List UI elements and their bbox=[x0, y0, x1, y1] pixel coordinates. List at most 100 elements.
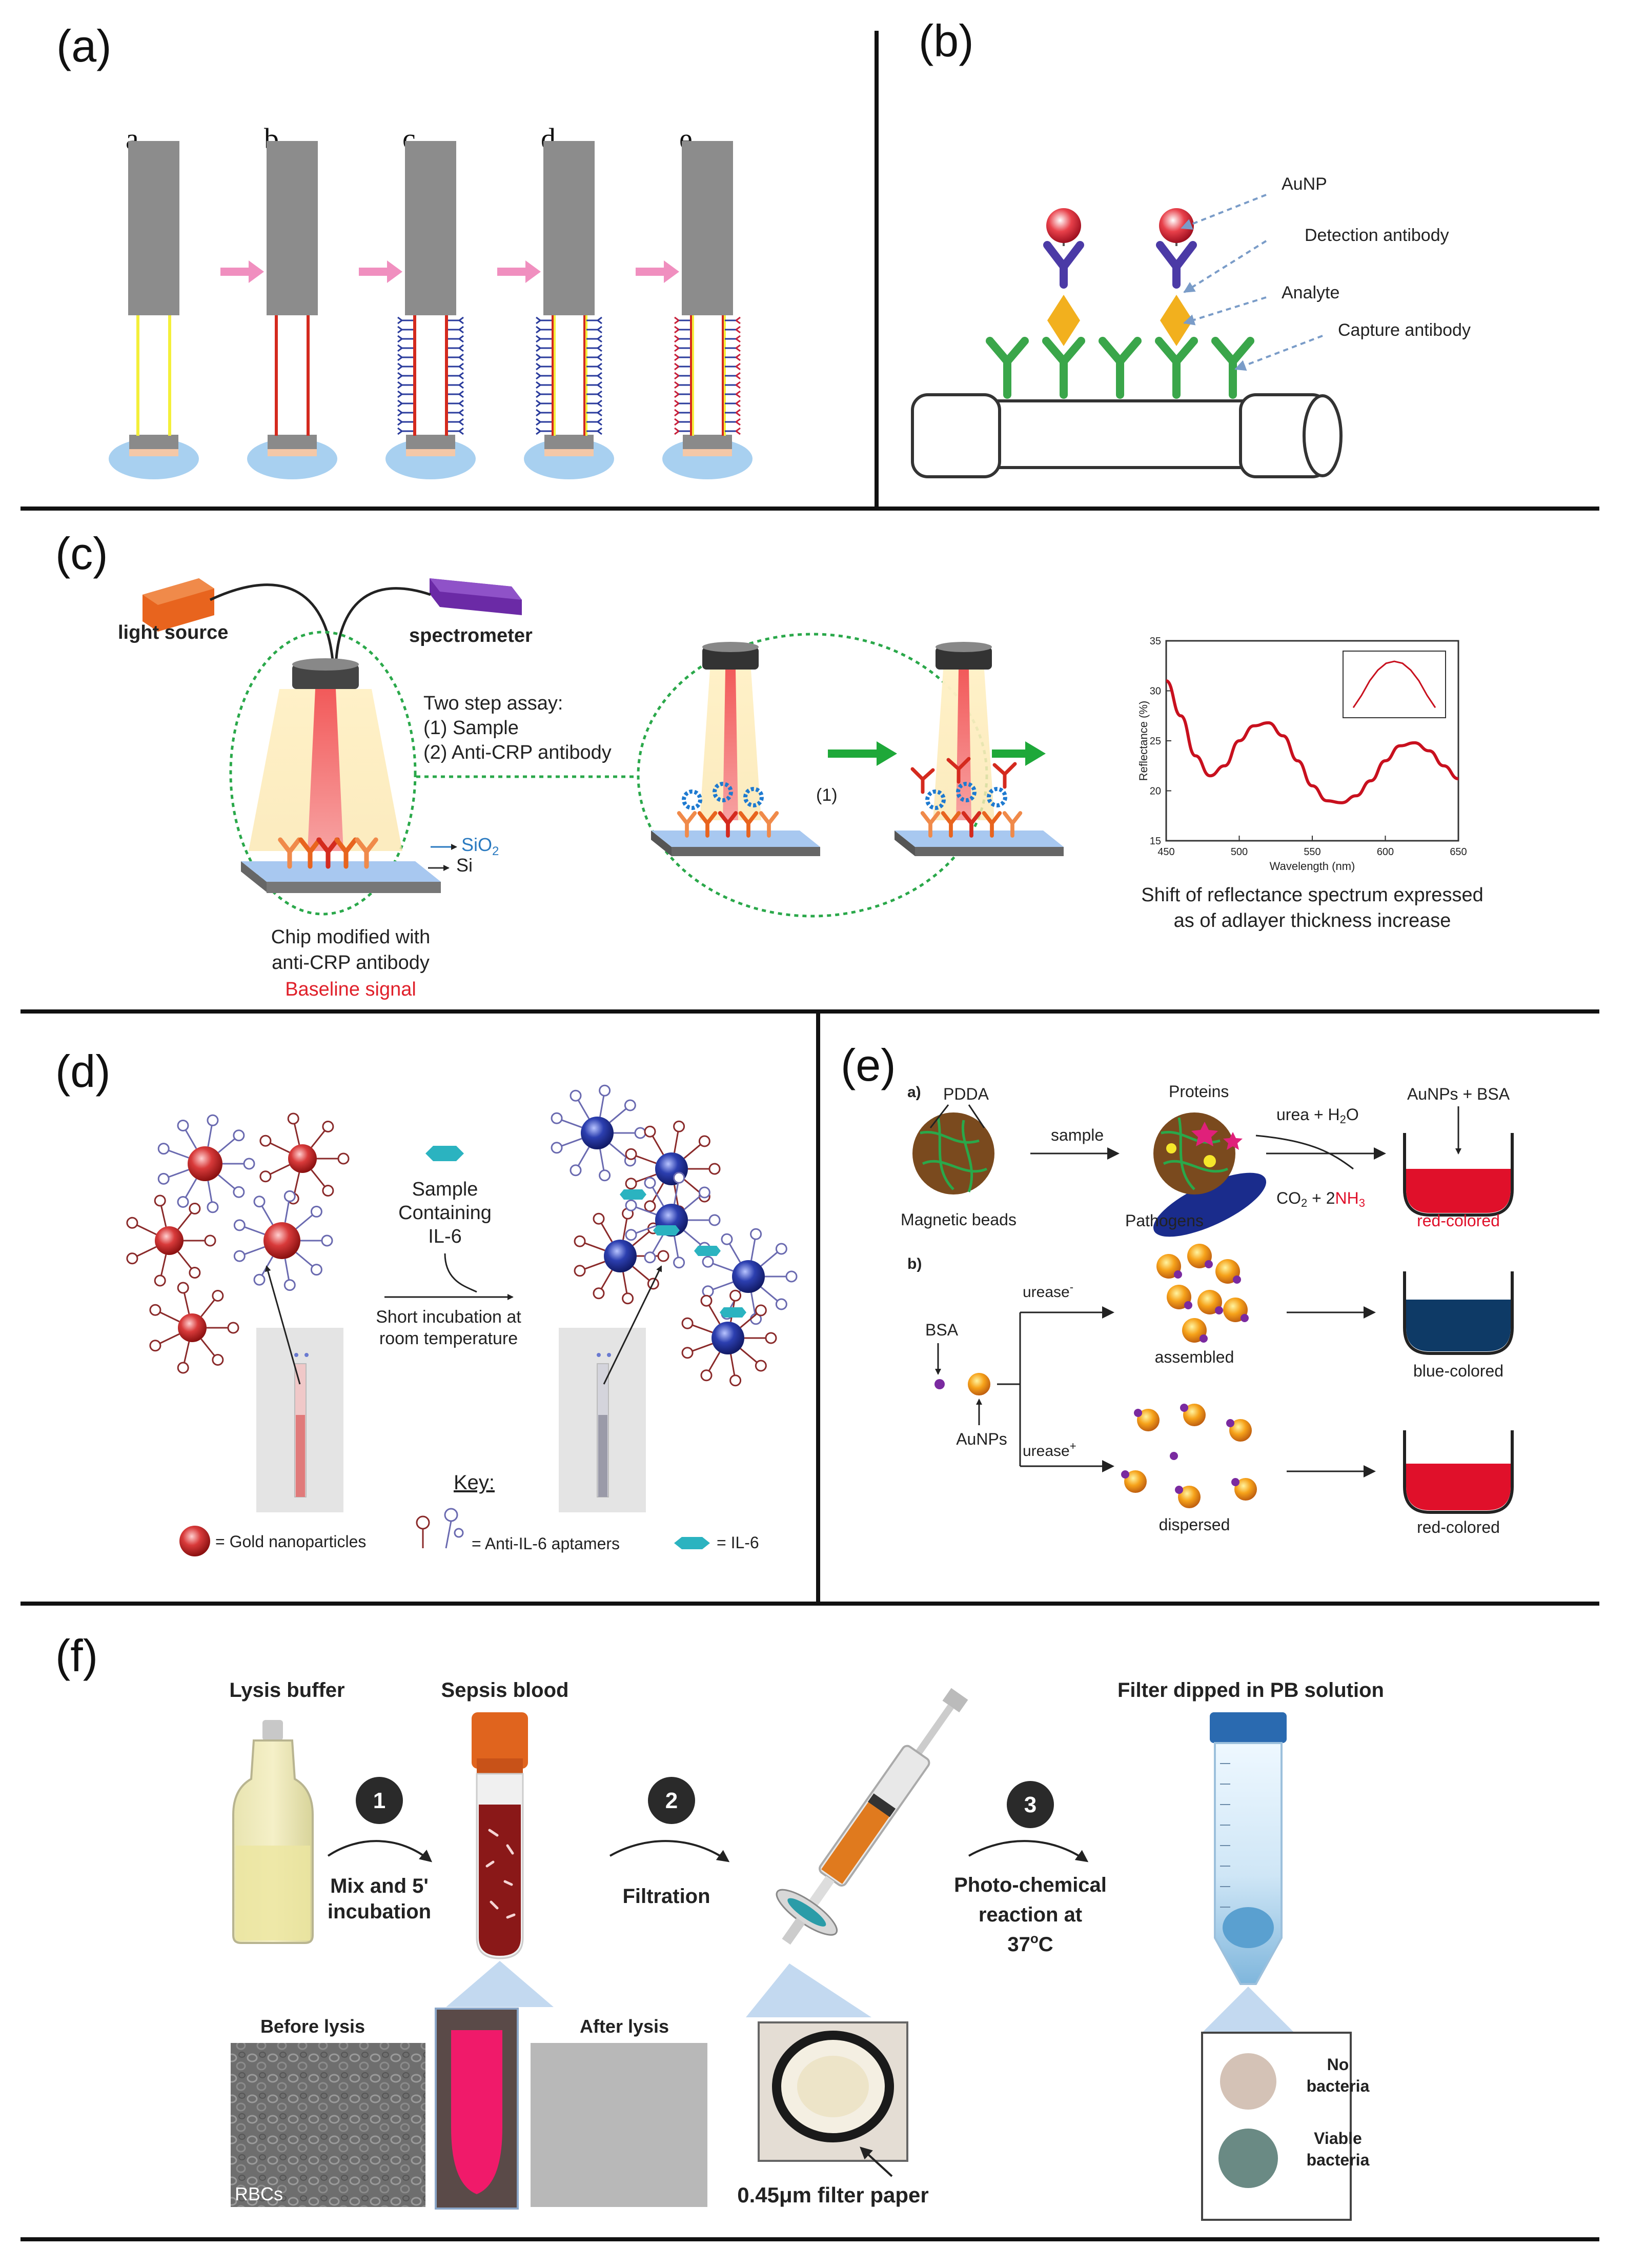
aunps-label: AuNPs bbox=[956, 1430, 1007, 1448]
aptamer-strand bbox=[692, 1343, 713, 1352]
chip-line-2: anti-CRP antibody bbox=[272, 952, 430, 974]
linker-fork bbox=[536, 418, 541, 426]
probe-step-a: a bbox=[109, 122, 264, 479]
aunp-dispersed bbox=[1124, 1470, 1147, 1493]
chip-antibodies bbox=[278, 837, 378, 869]
si-label: Si bbox=[456, 855, 473, 876]
bsa-bound bbox=[1215, 1306, 1223, 1314]
aptamer-loop bbox=[321, 1234, 333, 1247]
linker-fork bbox=[397, 326, 402, 334]
linker-fork bbox=[397, 399, 402, 408]
sample-label: sample bbox=[1051, 1126, 1104, 1144]
step-marker: (1) bbox=[816, 785, 838, 805]
aptamer-strand bbox=[674, 1182, 679, 1204]
no-bacteria-line-1: No bbox=[1327, 2055, 1349, 2074]
capture-antibody bbox=[1042, 337, 1085, 399]
aptamer-loop bbox=[233, 1250, 246, 1262]
aptamer-loop bbox=[551, 1112, 563, 1124]
aptamer-loop bbox=[708, 1214, 721, 1226]
aptamer-loop bbox=[204, 1234, 216, 1247]
linker-fork bbox=[536, 381, 541, 389]
aptamer-strand bbox=[652, 1136, 664, 1156]
aptamer-strand bbox=[136, 1224, 157, 1236]
nanoparticle-core bbox=[188, 1146, 222, 1181]
panel-a-label: (a) bbox=[56, 21, 112, 71]
aptamer-strand bbox=[609, 1108, 627, 1123]
assay-step-2: (2) Anti-CRP antibody bbox=[423, 742, 612, 763]
linker-fork bbox=[536, 326, 541, 334]
mix-line-1: Mix and 5' bbox=[330, 1875, 429, 1897]
cuvette-photo-after bbox=[559, 1328, 646, 1512]
panel-d-label: (d) bbox=[55, 1046, 111, 1097]
callout-detection-antibody: Detection antibody bbox=[1305, 226, 1449, 245]
aptamer-strand bbox=[284, 1259, 290, 1281]
aptamer-loop bbox=[310, 1264, 322, 1276]
linker-fork bbox=[597, 409, 602, 417]
aptamer-strand bbox=[311, 1169, 326, 1187]
pdda-pointers bbox=[929, 1104, 985, 1128]
filtration-label: Filtration bbox=[622, 1885, 710, 1908]
gold-nanoparticle bbox=[259, 1112, 350, 1205]
aptamer-loop bbox=[253, 1196, 266, 1208]
aptamer-loop bbox=[750, 1228, 762, 1240]
fiber-line bbox=[722, 315, 725, 436]
aptamer-loop bbox=[644, 1200, 656, 1212]
aptamer-strand bbox=[177, 1251, 192, 1269]
aptamer-strand bbox=[200, 1299, 215, 1318]
step-arrow-head bbox=[525, 260, 541, 283]
after-lysis-label: After lysis bbox=[580, 2016, 669, 2037]
linker-fork bbox=[736, 362, 741, 371]
aptamer-loop bbox=[322, 1185, 334, 1197]
linker-fork bbox=[674, 399, 679, 408]
chart-ylabel: Reflectance (%) bbox=[1137, 701, 1150, 781]
linker-fork bbox=[597, 390, 602, 398]
capture-antibody bbox=[1155, 337, 1198, 399]
linker-fork bbox=[597, 353, 602, 361]
aptamer-strand bbox=[635, 1225, 657, 1234]
linker-fork bbox=[459, 427, 464, 435]
crp-antigen bbox=[713, 782, 733, 802]
aptamer-loop bbox=[233, 1186, 245, 1198]
step-2-arrow bbox=[609, 1840, 730, 1862]
aunp-dispersed bbox=[1178, 1486, 1201, 1508]
probe-connector bbox=[543, 141, 595, 315]
mix-line-2: incubation bbox=[328, 1900, 431, 1923]
linker-fork bbox=[459, 399, 464, 408]
linker-fork bbox=[459, 316, 464, 325]
viable-bacteria-line-2: bacteria bbox=[1307, 2151, 1370, 2169]
linker-fork bbox=[397, 418, 402, 426]
red-colored-label-a: red-colored bbox=[1417, 1211, 1500, 1230]
sub-b-label: b) bbox=[907, 1256, 922, 1272]
pointer-before bbox=[265, 1265, 301, 1385]
co2-label: CO2 + 2NH3 bbox=[1276, 1189, 1365, 1209]
probe-connector bbox=[682, 141, 733, 315]
aptamer-strand bbox=[136, 1246, 157, 1257]
nanoparticle-core bbox=[178, 1313, 207, 1342]
capture-antibody bbox=[1099, 337, 1142, 399]
dispersed-label: dispersed bbox=[1159, 1515, 1230, 1534]
linker-fork bbox=[536, 390, 541, 398]
aptamer-loop bbox=[154, 1274, 166, 1287]
aptamer-loop bbox=[287, 1112, 299, 1125]
probe-end-cap-base bbox=[406, 449, 455, 456]
reflectance-series-line bbox=[1165, 679, 1459, 804]
x-tick-label: 650 bbox=[1450, 846, 1467, 858]
probe-head-c3 bbox=[933, 642, 994, 820]
y-tick-label: 25 bbox=[1150, 736, 1161, 747]
aptamer-loop bbox=[599, 1084, 611, 1097]
bsa-bound bbox=[1200, 1334, 1208, 1343]
aptamer-strand bbox=[244, 1226, 265, 1236]
step-1-badge bbox=[356, 1777, 403, 1824]
aptamer-strand bbox=[261, 1205, 274, 1225]
bsa-bound bbox=[1241, 1314, 1249, 1322]
bsa-label: BSA bbox=[925, 1321, 959, 1339]
nanoparticle-core bbox=[263, 1222, 300, 1259]
aptamer-loop bbox=[212, 1289, 224, 1302]
aptamer-loop bbox=[154, 1194, 166, 1207]
aptamer-loop bbox=[337, 1152, 350, 1165]
analyte bbox=[1047, 295, 1080, 346]
aptamer-strand bbox=[244, 1246, 265, 1256]
aptamer-loop bbox=[253, 1273, 266, 1286]
panel-e: (e) a) b) PDDA Magnetic beads sample Pro… bbox=[841, 1040, 1514, 1536]
assay-title: Two step assay: bbox=[423, 693, 563, 714]
